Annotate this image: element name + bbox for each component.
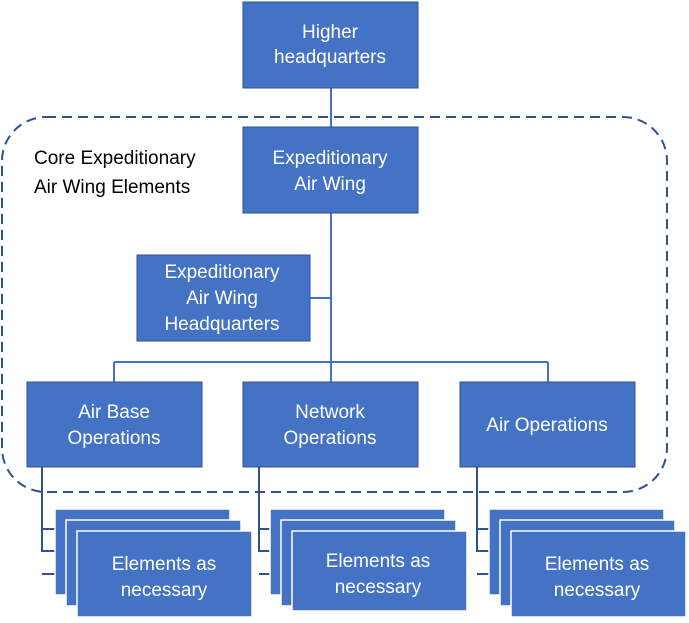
air-base-operations-box: Air Base Operations [26,381,203,468]
network-operations-label-line1: Network [295,402,365,423]
elements-stack-air-base: Elements as necessary [41,467,253,618]
elements-as-necessary-line1: Elements as [326,551,431,572]
element-card-front [510,530,687,618]
eaw-headquarters-label-line3: Headquarters [164,314,279,335]
core-elements-label-line1: Core Expeditionary [34,148,196,169]
expeditionary-air-wing-box: Expeditionary Air Wing [242,126,419,214]
elements-as-necessary-line2: necessary [554,580,641,601]
network-operations-box: Network Operations [242,381,419,468]
higher-headquarters-box: Higher headquarters [242,1,419,89]
eaw-headquarters-label-line2: Air Wing [186,288,258,309]
network-operations-label-line2: Operations [284,428,377,449]
element-card-front [291,530,468,612]
elements-as-necessary-line2: necessary [121,580,208,601]
air-operations-label: Air Operations [486,415,607,436]
expeditionary-air-wing-label-line1: Expeditionary [272,148,388,169]
core-elements-boundary [1,116,668,493]
air-operations-box: Air Operations [459,381,636,468]
eaw-headquarters-box: Expeditionary Air Wing Headquarters [136,254,311,342]
air-base-operations-label-line2: Operations [68,428,161,449]
eaw-headquarters-label-line1: Expeditionary [164,262,280,283]
element-card-front [76,530,253,618]
higher-headquarters-label-line2: headquarters [274,47,386,68]
elements-stack-network: Elements as necessary [258,467,468,612]
elements-as-necessary-line1: Elements as [545,554,650,575]
elements-stack-air-ops: Elements as necessary [476,467,687,618]
core-elements-label-line2: Air Wing Elements [34,177,190,198]
air-base-operations-label-line1: Air Base [78,402,150,423]
expeditionary-air-wing-label-line2: Air Wing [294,174,366,195]
elements-as-necessary-line1: Elements as [112,554,217,575]
higher-headquarters-label-line1: Higher [302,22,359,43]
elements-as-necessary-line2: necessary [335,577,422,598]
